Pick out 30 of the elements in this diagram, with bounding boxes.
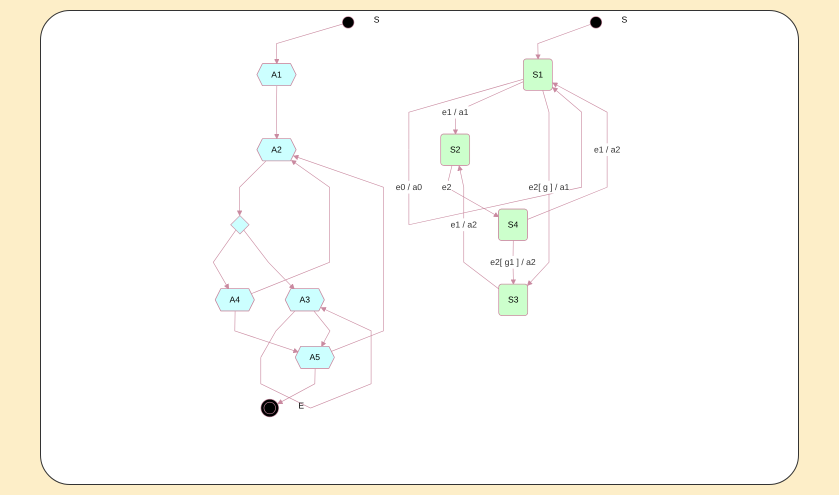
node-label: S: [621, 14, 628, 25]
edge-label: e0 / a0: [396, 182, 422, 192]
edge-label: e1 / a2: [594, 144, 620, 154]
arrow: [457, 165, 500, 290]
edge-label: e1 / a2: [450, 220, 477, 230]
arrow: [527, 90, 550, 286]
arrow: [446, 165, 500, 218]
arrow: [236, 160, 266, 216]
arrow: [535, 24, 591, 60]
arrow: [293, 154, 384, 352]
arrow: [277, 368, 316, 404]
arrow: [274, 86, 280, 140]
arrow: [260, 307, 372, 408]
node-label: E: [298, 400, 304, 410]
arrow: [234, 310, 299, 354]
edge-label: e2[ g1 ] / a2: [490, 257, 536, 267]
edge-label: e2[ g ] / a1: [528, 182, 570, 192]
edge-label: e1 / a1: [442, 106, 468, 117]
node-diamond: [230, 215, 250, 234]
arrow: [314, 310, 330, 347]
arrow: [527, 82, 608, 220]
node-circle: [342, 16, 354, 28]
node-label: S: [374, 14, 380, 25]
arrow: [243, 230, 295, 290]
edge-label: e2: [442, 182, 452, 192]
node-circle: [590, 16, 602, 28]
arrow: [274, 24, 343, 64]
node-circle: [260, 398, 279, 418]
arrow: [212, 230, 236, 290]
arrow: [251, 160, 330, 294]
